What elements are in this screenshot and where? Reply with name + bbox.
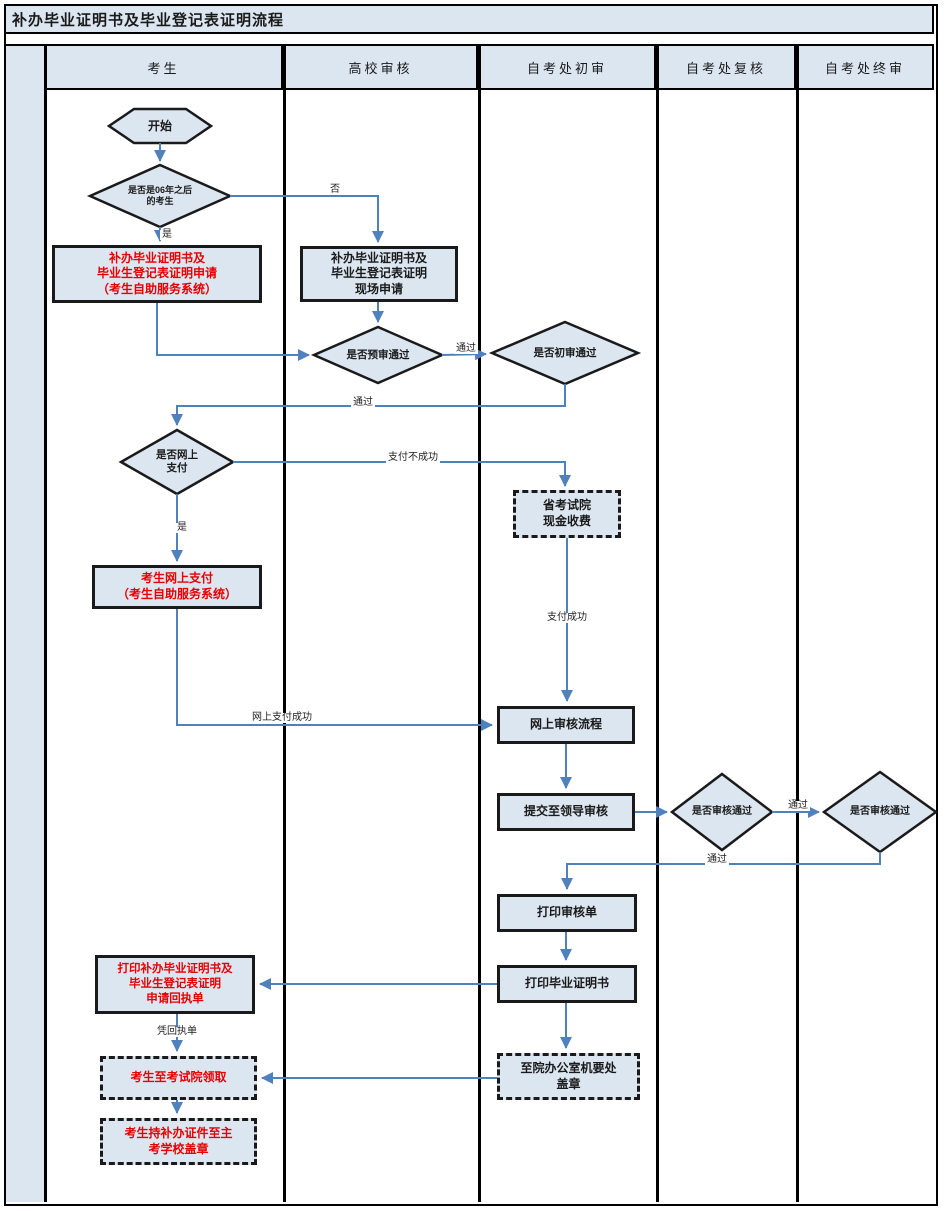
process-online-review: 网上审核流程 bbox=[497, 706, 635, 744]
phase-strip bbox=[6, 44, 44, 1202]
lane-header-chushen: 自考处初审 bbox=[478, 44, 656, 90]
process-print-audit: 打印审核单 bbox=[497, 894, 637, 932]
edge-label-pass-pre: 通过 bbox=[454, 343, 478, 354]
decision-recheck-label: 是否审核通过 bbox=[692, 806, 752, 817]
process-collect: 考生至考试院领取 bbox=[100, 1056, 257, 1100]
process-apply-online: 补办毕业证明书及 毕业生登记表证明申请 （考生自助服务系统） bbox=[52, 245, 262, 303]
process-apply-onsite: 补办毕业证明书及 毕业生登记表证明 现场申请 bbox=[300, 246, 458, 302]
process-pay-online: 考生网上支付 （考生自助服务系统） bbox=[92, 565, 262, 609]
lane-header-fuhe: 自考处复核 bbox=[656, 44, 796, 90]
edge-label-yes-pay: 是 bbox=[175, 522, 189, 533]
decision-after-2006-label: 是否是06年之后 的考生 bbox=[127, 185, 192, 206]
process-print-receipt: 打印补办毕业证明书及 毕业生登记表证明 申请回执单 bbox=[95, 955, 255, 1014]
lane-divider bbox=[796, 44, 799, 1202]
edge-label-pass-final: 通过 bbox=[705, 854, 729, 865]
edge-label-pass-first: 通过 bbox=[351, 397, 375, 408]
process-office-stamp: 至院办公室机要处 盖章 bbox=[497, 1053, 640, 1100]
lane-divider bbox=[478, 44, 481, 1202]
process-submit-leader: 提交至领导审核 bbox=[497, 793, 635, 831]
lane-divider bbox=[656, 44, 659, 1202]
lane-divider bbox=[283, 44, 286, 1202]
process-print-cert: 打印毕业证明书 bbox=[497, 965, 637, 1003]
decision-final-label: 是否审核通过 bbox=[850, 806, 910, 817]
lane-header-kaosheng: 考生 bbox=[44, 44, 283, 90]
process-school-stamp: 考生持补办证件至主 考学校盖章 bbox=[100, 1118, 257, 1165]
diagram-title: 补办毕业证明书及毕业登记表证明流程 bbox=[4, 4, 934, 34]
decision-firstaudit-label: 是否初审通过 bbox=[533, 346, 597, 359]
decision-onlinepay-label: 是否网上 支付 bbox=[156, 449, 198, 474]
edge-label-no: 否 bbox=[328, 184, 342, 195]
start-node: 开始 bbox=[147, 118, 172, 133]
edge-label-pay-success: 支付成功 bbox=[545, 612, 589, 623]
edge-label-pay-fail: 支付不成功 bbox=[386, 452, 440, 463]
lane-divider bbox=[44, 44, 47, 1202]
process-cash-fee: 省考试院 现金收费 bbox=[513, 490, 621, 538]
edge-label-with-receipt: 凭回执单 bbox=[155, 1026, 199, 1037]
edge-label-pass-recheck: 通过 bbox=[786, 800, 810, 811]
lane-header-zhongshen: 自考处终审 bbox=[796, 44, 934, 90]
lane-header-gaoxiao: 高校审核 bbox=[283, 44, 478, 90]
decision-preaudit-label: 是否预审通过 bbox=[346, 348, 410, 361]
edge-label-yes: 是 bbox=[160, 229, 174, 240]
edge-label-online-pay-success: 网上支付成功 bbox=[250, 712, 314, 723]
